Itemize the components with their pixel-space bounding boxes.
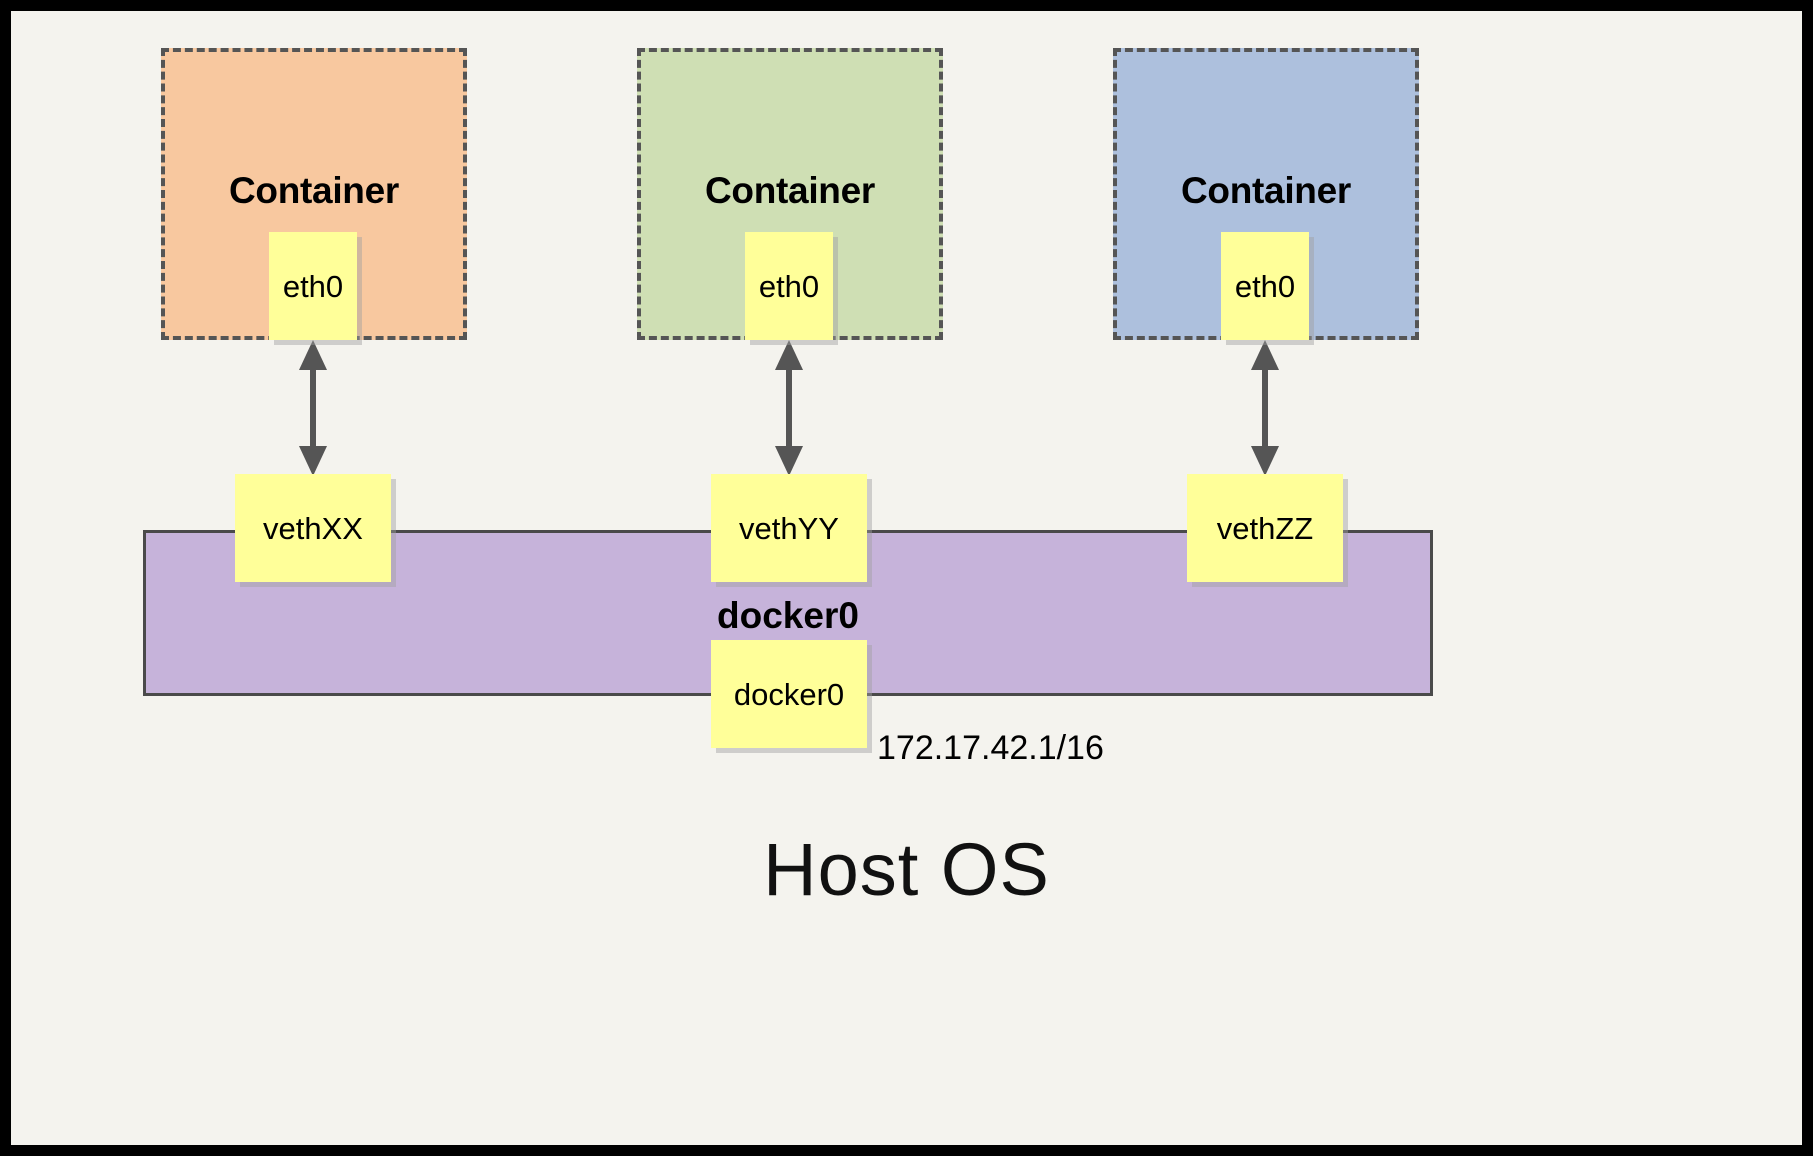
docker0-ip-label: 172.17.42.1/16	[877, 729, 1104, 767]
diagram-surface: Container eth0 vethXX Container eth0 vet…	[11, 11, 1802, 1145]
eth0-box-2: eth0	[745, 232, 833, 340]
container-box-3: Container	[1113, 48, 1419, 340]
veth-box-2: vethYY	[711, 474, 867, 582]
container-label-3: Container	[1181, 170, 1351, 211]
veth-link-arrow-1	[299, 340, 327, 476]
host-os-label: Host OS	[763, 828, 1050, 911]
veth-box-3: vethZZ	[1187, 474, 1343, 582]
veth-label-2: vethYY	[739, 510, 839, 546]
veth-label-3: vethZZ	[1216, 510, 1314, 546]
veth-box-1: vethXX	[235, 474, 391, 582]
eth0-label-1: eth0	[282, 268, 344, 304]
eth0-label-3: eth0	[1234, 268, 1296, 304]
eth0-box-3: eth0	[1221, 232, 1309, 340]
eth0-box-1: eth0	[269, 232, 357, 340]
docker0-interface-box: docker0	[711, 640, 867, 748]
docker0-interface-label: docker0	[733, 676, 845, 712]
container-label-1: Container	[229, 170, 399, 211]
docker0-bridge-label: docker0	[717, 595, 859, 636]
container-label-2: Container	[705, 170, 875, 211]
eth0-label-2: eth0	[758, 268, 820, 304]
veth-link-arrow-2	[775, 340, 803, 476]
veth-link-arrow-3	[1251, 340, 1279, 476]
veth-label-1: vethXX	[263, 510, 363, 546]
